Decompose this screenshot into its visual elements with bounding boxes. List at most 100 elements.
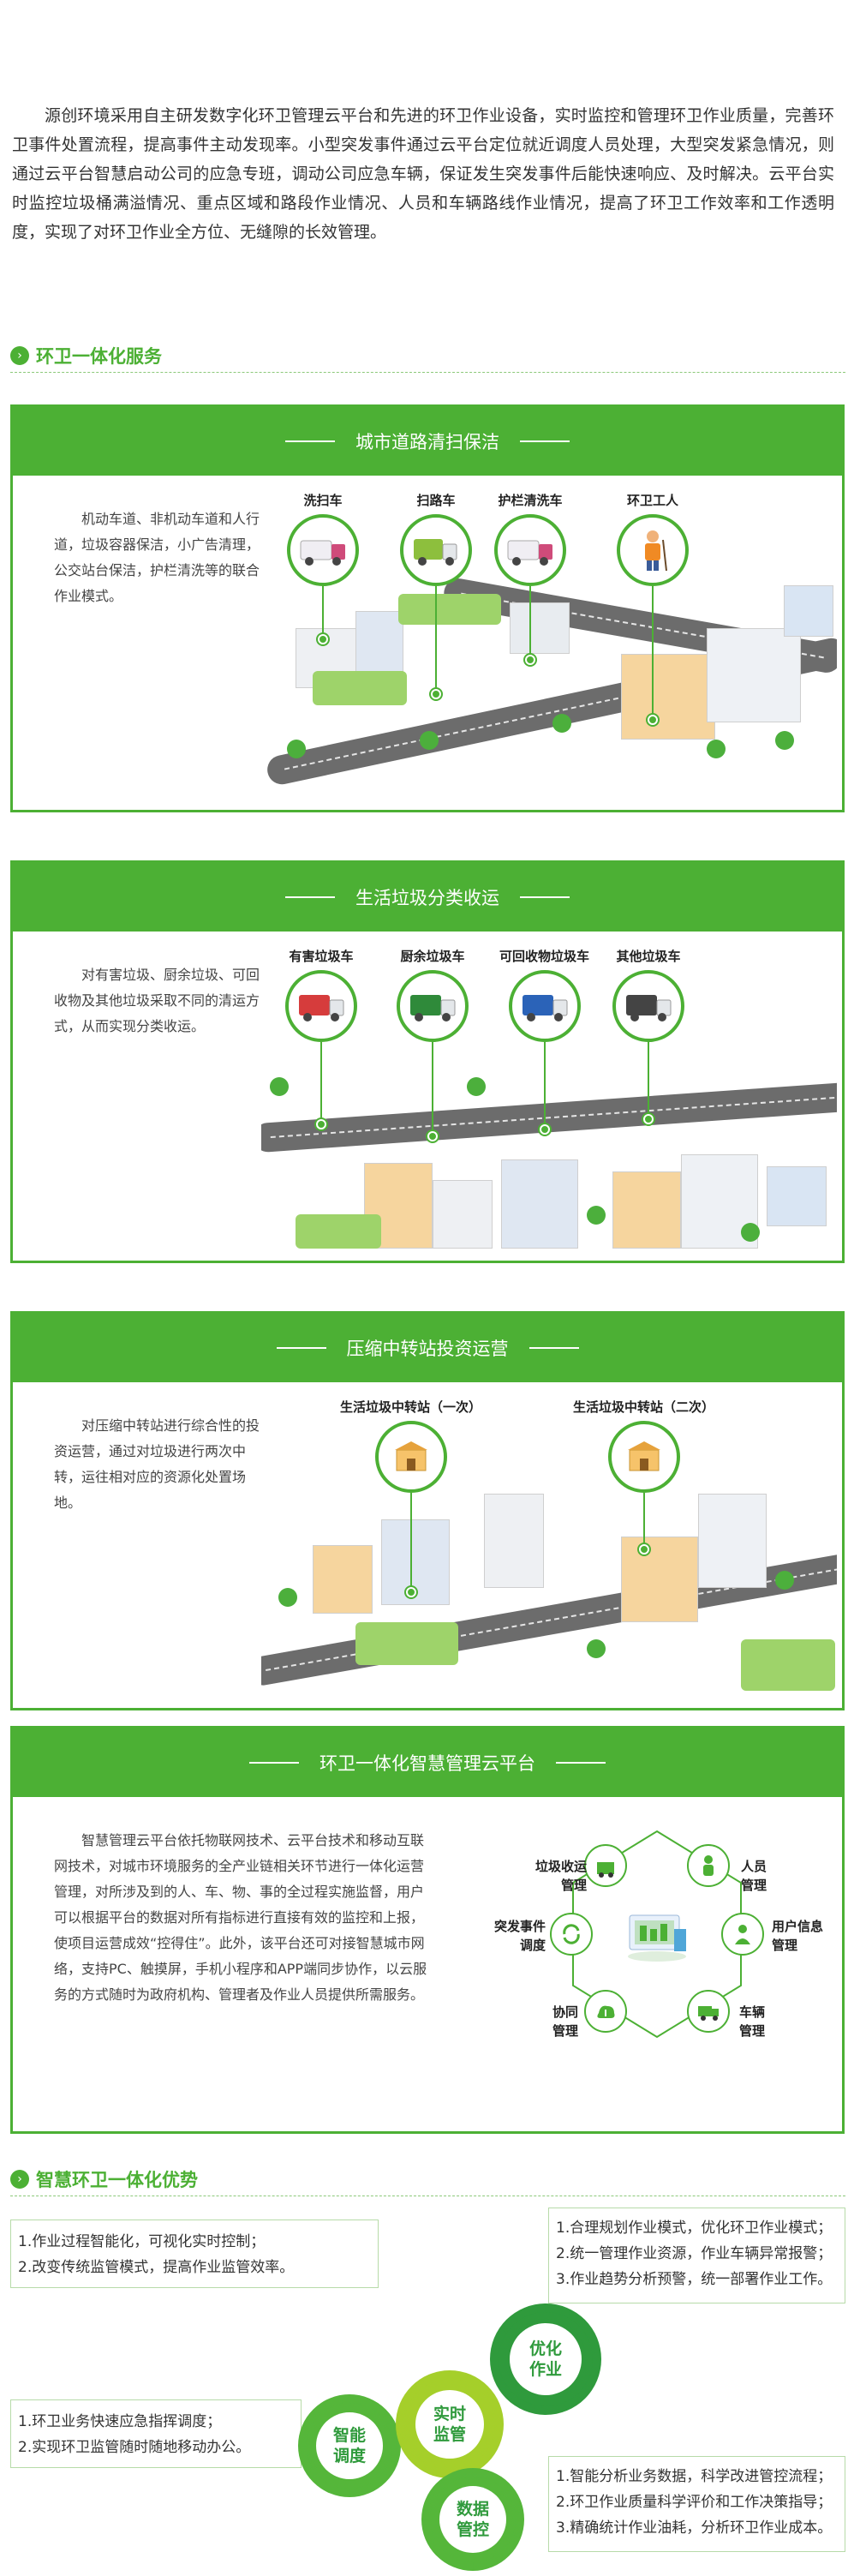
gear-smart-dispatch: 智能 调度 [298, 2394, 401, 2497]
waste-collection-icon[interactable] [584, 1844, 627, 1887]
advantage-list-left-top: 1.作业过程智能化，可视化实时控制；2.改变传统监管模式，提高作业监管效率。 [18, 2233, 295, 2276]
transfer-station-icon [607, 1421, 680, 1493]
section-title: 环卫一体化服务 [36, 346, 162, 367]
title-line-right [520, 896, 570, 898]
label-collaboration: 协同管理 [552, 2004, 578, 2039]
node-label: 有害垃圾车 [289, 949, 354, 964]
connector-line [648, 1042, 649, 1114]
vehicle-management-icon[interactable] [687, 1990, 730, 2033]
label-emergency-dispatch: 突发事件调度 [493, 1919, 546, 1953]
location-dot [648, 715, 658, 725]
connector-line [652, 586, 654, 715]
emergency-dispatch-icon[interactable] [550, 1913, 593, 1956]
section-heading-advantages: › 智慧环卫一体化优势 [10, 2166, 198, 2192]
connector-line [320, 1042, 322, 1119]
grass-patch [313, 671, 407, 705]
tree [270, 1077, 289, 1096]
location-dot [427, 1131, 438, 1141]
gear-label: 智能 调度 [332, 2426, 366, 2465]
advantage-list-right-bottom: 1.智能分析业务数据，科学改进管控流程；2.环卫作业质量科学评价和工作决策指导；… [556, 2468, 833, 2537]
grass-patch [398, 594, 501, 625]
chevron-right-icon: › [10, 2170, 29, 2189]
panel-cloud-platform: 环卫一体化智慧管理云平台 智慧管理云平台依托物联网技术、云平台技术和移动互联网技… [10, 1726, 845, 2134]
node-label: 扫路车 [416, 493, 456, 508]
label-personnel: 人员管理 [741, 1859, 767, 1893]
cloud-platform-illustration [623, 1900, 691, 1968]
panel-title-bar: 压缩中转站投资运营 [13, 1314, 842, 1382]
panel-description: 对压缩中转站进行综合性的投资运营，通过对垃圾进行两次中转，运往相对应的资源化处置… [54, 1417, 260, 1511]
building [698, 1494, 767, 1588]
node-label: 生活垃圾中转站（二次） [573, 1399, 715, 1415]
collaboration-icon[interactable] [584, 1990, 627, 2033]
panel-title: 环卫一体化智慧管理云平台 [320, 1753, 535, 1774]
node-street-sweeper[interactable]: 洗扫车 [287, 491, 359, 644]
location-dot [643, 1114, 654, 1124]
node-transfer-station-primary[interactable]: 生活垃圾中转站（一次） [340, 1398, 481, 1597]
truck-body [410, 995, 441, 1015]
city-illustration [261, 1077, 837, 1259]
city-illustration [261, 1459, 837, 1706]
node-label: 洗扫车 [303, 493, 343, 508]
node-other-waste-truck[interactable]: 其他垃圾车 [612, 947, 684, 1124]
title-line-left [285, 440, 335, 442]
user-info-icon[interactable] [721, 1913, 764, 1956]
tree [775, 1571, 794, 1590]
node-label: 厨余垃圾车 [400, 949, 465, 964]
building [433, 1180, 493, 1249]
label-waste-collection: 垃圾收运管理 [534, 1859, 587, 1893]
guardrail-washer-icon [494, 514, 566, 586]
gear-label: 实时 监管 [433, 2405, 466, 2444]
tree [741, 1223, 760, 1242]
tree [420, 731, 439, 750]
grass-patch [741, 1639, 835, 1691]
building [621, 654, 715, 740]
node-hazardous-truck[interactable]: 有害垃圾车 [285, 947, 357, 1129]
node-sanitation-worker[interactable]: 环卫工人 [617, 491, 689, 725]
advantage-list-left-bottom: 1.环卫业务快速应急指挥调度；2.实现环卫监管随时随地移动办公。 [18, 2413, 251, 2456]
advantage-box-right-top: 1.合理规划作业模式，优化环卫作业模式；2.统一管理作业资源，作业车辆异常报警；… [548, 2208, 845, 2303]
node-guardrail-washer[interactable]: 护栏清洗车 [494, 491, 566, 665]
node-transfer-station-secondary[interactable]: 生活垃圾中转站（二次） [573, 1398, 714, 1555]
personnel-icon[interactable] [687, 1844, 730, 1887]
truck-body [299, 995, 330, 1015]
other-waste-truck-icon [612, 970, 684, 1042]
panel-description: 对有害垃圾、厨余垃圾、可回收物及其他垃圾采取不同的清运方式，从而实现分类收运。 [54, 967, 260, 1034]
panel-waste-sorting: 生活垃圾分类收运 对有害垃圾、厨余垃圾、可回收物及其他垃圾采取不同的清运方式，从… [10, 860, 845, 1263]
location-dot [638, 1544, 649, 1555]
grass-patch [296, 1214, 381, 1249]
tree [587, 1639, 606, 1658]
connector-line [435, 586, 437, 689]
street-sweeper-icon [287, 514, 359, 586]
building [313, 1545, 373, 1614]
label-user-info: 用户信息管理 [772, 1919, 824, 1953]
truck-body [626, 995, 657, 1015]
panel-title: 生活垃圾分类收运 [355, 888, 499, 908]
grass-patch [355, 1622, 458, 1665]
connector-line [322, 586, 324, 634]
title-line-right [520, 440, 570, 442]
advantage-box-right-bottom: 1.智能分析业务数据，科学改进管控流程；2.环卫作业质量科学评价和工作决策指导；… [548, 2456, 845, 2552]
node-road-sweeper[interactable]: 扫路车 [400, 491, 472, 699]
location-dot [318, 634, 328, 644]
building [501, 1159, 578, 1249]
platform-hexagon [572, 1830, 742, 2039]
dashed-divider [10, 372, 845, 373]
gear-label: 数据 管控 [456, 2500, 489, 2539]
tree [587, 1206, 606, 1225]
tree [552, 714, 571, 733]
node-recyclable-truck[interactable]: 可回收物垃圾车 [499, 947, 589, 1135]
connector-line [432, 1042, 433, 1131]
building [510, 602, 570, 654]
panel-title: 城市道路清扫保洁 [355, 432, 499, 452]
location-dot [539, 1124, 550, 1135]
truck-body [522, 995, 553, 1015]
kitchen-waste-truck-icon [397, 970, 469, 1042]
connector-line [409, 1493, 412, 1587]
panel-description: 智慧管理云平台依托物联网技术、云平台技术和移动互联网技术，对城市环境服务的全产业… [54, 1832, 427, 2003]
node-label: 生活垃圾中转站（一次） [340, 1399, 482, 1415]
connector-line [529, 586, 531, 655]
node-kitchen-waste-truck[interactable]: 厨余垃圾车 [397, 947, 469, 1141]
connector-line [642, 1493, 645, 1544]
advantage-list-right-top: 1.合理规划作业模式，优化环卫作业模式；2.统一管理作业资源，作业车辆异常报警；… [556, 2220, 833, 2288]
transfer-station-icon [374, 1421, 447, 1493]
